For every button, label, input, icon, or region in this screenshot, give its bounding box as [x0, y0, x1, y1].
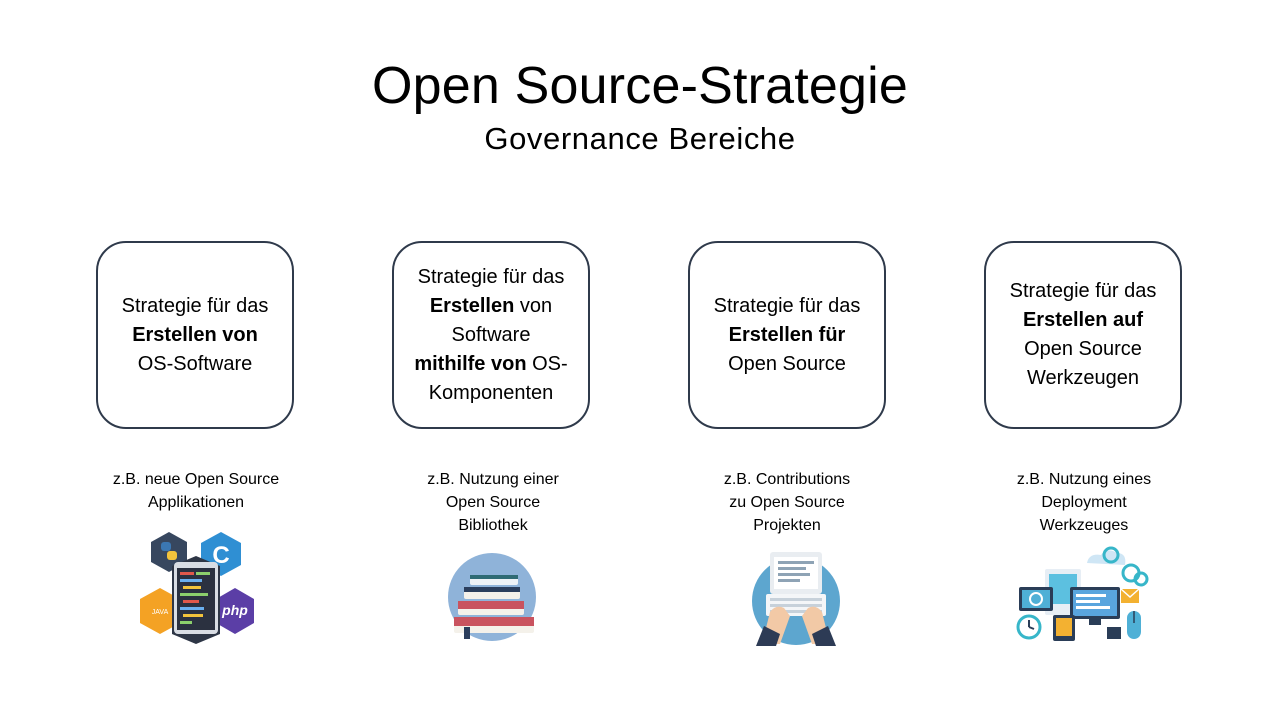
card-line: Strategie für das: [122, 292, 269, 321]
card-line: Erstellen für: [714, 321, 861, 350]
php-label: php: [221, 602, 248, 618]
card-line: Strategie für das: [1010, 277, 1157, 306]
book-stack-icon: [448, 553, 536, 641]
card-emphasis: Erstellen von: [132, 323, 258, 346]
card-text: Strategie für das: [417, 265, 565, 288]
card-line: Open Source: [1010, 335, 1157, 364]
card-line: Komponenten: [414, 379, 567, 408]
note-line: Deployment: [1041, 494, 1127, 511]
card-line: Erstellen von: [122, 321, 269, 350]
card-text: OS-Software: [137, 352, 253, 375]
card-emphasis: mithilfe von: [414, 352, 527, 375]
note-line: z.B. Nutzung einer: [427, 471, 559, 488]
card-emphasis: Erstellen auf: [1022, 309, 1144, 331]
card-line: mithilfe von OS-: [414, 350, 567, 379]
programming-languages-icon: C JAVA php: [140, 532, 254, 644]
note-line: Werkzeuges: [1039, 517, 1129, 534]
note-line: z.B. neue Open Source: [112, 471, 280, 488]
deployment-tools-icon: [1016, 546, 1149, 641]
c-label: C: [212, 542, 229, 569]
card-line: OS-Software: [122, 350, 269, 379]
note-line: z.B. Nutzung eines: [1016, 471, 1152, 488]
card-line: Open Source: [714, 350, 861, 379]
card-line: Werkzeugen: [1010, 364, 1157, 393]
page-title: Open Source-Strategie: [371, 57, 909, 115]
note-line: Applikationen: [147, 494, 245, 511]
card-emphasis: Erstellen für: [728, 323, 846, 346]
example-note-3: z.B. Contributions zu Open Source Projek…: [677, 468, 897, 537]
laptop-typing-icon: [752, 552, 840, 646]
card-text: Open Source: [1024, 338, 1142, 360]
card-line: Strategie für das: [714, 292, 861, 321]
card-line: Erstellen auf: [1010, 306, 1157, 335]
card-text: Strategie für das: [713, 294, 861, 317]
card-line: Strategie für das: [414, 263, 567, 292]
page-subtitle: Governance Bereiche: [484, 121, 796, 156]
note-line: z.B. Contributions: [723, 471, 851, 488]
card-text: Strategie für das: [121, 294, 269, 317]
card-text: Werkzeugen: [1027, 367, 1139, 389]
card-text: Strategie für das: [1009, 280, 1157, 302]
example-note-4: z.B. Nutzung eines Deployment Werkzeuges: [974, 468, 1194, 537]
card-emphasis: Erstellen: [429, 294, 515, 317]
card-text: Software: [451, 323, 531, 346]
card-text: OS-: [526, 352, 568, 375]
example-note-2: z.B. Nutzung einer Open Source Bibliothe…: [383, 468, 603, 537]
note-line: Open Source: [445, 494, 541, 511]
card-text: Open Source: [728, 352, 846, 375]
note-line: Projekten: [753, 517, 821, 534]
card-text: Komponenten: [428, 381, 554, 404]
card-line: Erstellen von: [414, 292, 567, 321]
card-text: von: [514, 294, 553, 317]
card-line: Software: [414, 321, 567, 350]
note-line: zu Open Source: [729, 494, 845, 511]
note-line: Bibliothek: [458, 517, 528, 534]
example-note-1: z.B. neue Open Source Applikationen: [86, 468, 306, 514]
java-label: JAVA: [152, 609, 169, 616]
